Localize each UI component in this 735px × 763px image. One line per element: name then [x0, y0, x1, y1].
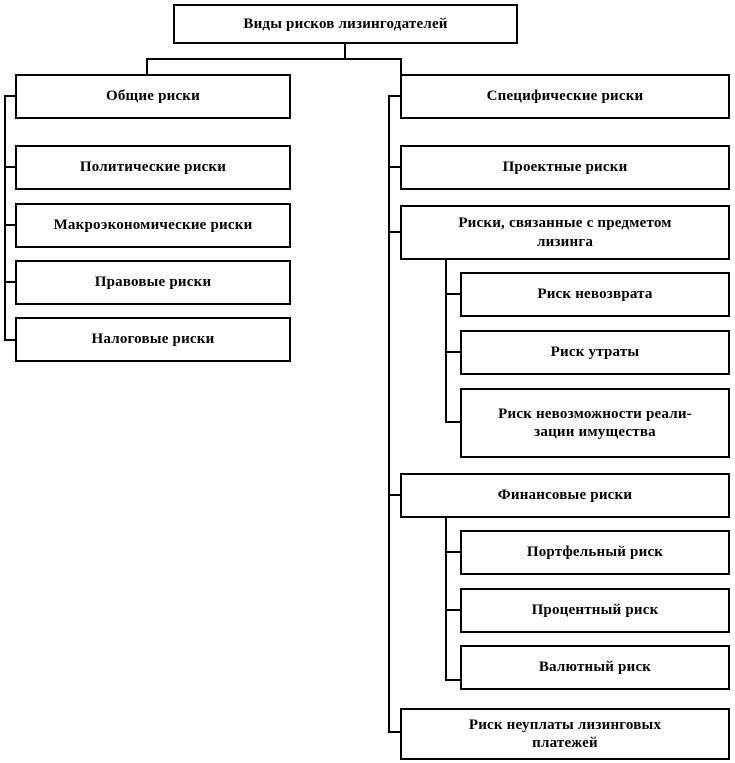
node-general-risks-label: Общие риски	[105, 88, 200, 105]
node-project-risks-label: Проектные риски	[502, 159, 628, 176]
node-legal-risks[interactable]: Правовые риски	[15, 260, 291, 305]
node-loss-risk-label: Риск утраты	[550, 344, 640, 361]
node-political-risks[interactable]: Политические риски	[15, 145, 291, 190]
node-root-label: Виды рисков лизингодателей	[243, 15, 448, 32]
connector-root-split-bar	[146, 58, 402, 60]
node-specific-risks[interactable]: Специфические риски	[400, 74, 730, 119]
connector-general-parent-tick	[4, 95, 17, 97]
node-financial-risks-label: Финансовые риски	[497, 487, 633, 504]
node-leasing-object-risks[interactable]: Риски, связанные с предметом лизинга	[400, 205, 730, 260]
node-financial-risks[interactable]: Финансовые риски	[400, 473, 730, 518]
node-interest-rate-risk-label: Процентный риск	[531, 602, 659, 619]
connector-tick-portfolio-risk	[445, 551, 462, 553]
node-root-viды-riskov[interactable]: Виды рисков лизингодателей	[173, 4, 518, 44]
node-project-risks[interactable]: Проектные риски	[400, 145, 730, 190]
node-non-payment-risk[interactable]: Риск неуплаты лизинговых платежей	[400, 708, 730, 760]
connector-tick-financial-risks	[388, 494, 402, 496]
node-leasing-object-risks-label: Риски, связанные с предметом лизинга	[458, 215, 672, 250]
node-general-risks[interactable]: Общие риски	[15, 74, 291, 119]
node-non-return-risk[interactable]: Риск невозврата	[460, 272, 730, 317]
connector-tick-non-payment-risk	[388, 731, 402, 733]
node-legal-risks-label: Правовые риски	[94, 274, 212, 291]
node-loss-risk[interactable]: Риск утраты	[460, 330, 730, 375]
connector-tick-macroeconomic	[4, 224, 17, 226]
connector-specific-parent-tick	[388, 95, 402, 97]
connector-tick-property-sale-impossibility-risk	[445, 421, 462, 423]
node-political-risks-label: Политические риски	[79, 159, 227, 176]
connector-tick-tax	[4, 339, 17, 341]
connector-root-stem	[344, 44, 346, 60]
connector-tick-leasing-object-risks	[388, 231, 402, 233]
node-macroeconomic-risks[interactable]: Макроэкономические риски	[15, 203, 291, 248]
connector-leasing-object-subspine	[445, 260, 447, 423]
connector-tick-currency-risk	[445, 679, 462, 681]
connector-tick-project-risks	[388, 166, 402, 168]
node-currency-risk[interactable]: Валютный риск	[460, 645, 730, 690]
connector-root-to-general	[146, 58, 148, 76]
connector-tick-political	[4, 166, 17, 168]
connector-tick-legal	[4, 281, 17, 283]
node-macroeconomic-risks-label: Макроэкономические риски	[53, 217, 253, 234]
connector-specific-spine	[388, 95, 390, 732]
node-property-sale-impossibility-risk-label: Риск невозможности реали- зации имуществ…	[498, 405, 692, 440]
connector-tick-non-return-risk	[445, 293, 462, 295]
connector-general-spine	[4, 95, 6, 341]
node-portfolio-risk[interactable]: Портфельный риск	[460, 530, 730, 575]
node-tax-risks[interactable]: Налоговые риски	[15, 317, 291, 362]
node-property-sale-impossibility-risk[interactable]: Риск невозможности реали- зации имуществ…	[460, 388, 730, 458]
node-non-return-risk-label: Риск невозврата	[537, 286, 653, 303]
node-specific-risks-label: Специфические риски	[486, 88, 644, 105]
node-interest-rate-risk[interactable]: Процентный риск	[460, 588, 730, 633]
connector-tick-loss-risk	[445, 351, 462, 353]
node-currency-risk-label: Валютный риск	[538, 659, 652, 676]
node-non-payment-risk-label: Риск неуплаты лизинговых платежей	[468, 716, 662, 751]
connector-root-to-specific	[400, 58, 402, 76]
connector-financial-subspine	[445, 518, 447, 681]
node-tax-risks-label: Налоговые риски	[91, 331, 215, 348]
node-portfolio-risk-label: Портфельный риск	[526, 544, 664, 561]
connector-tick-interest-rate-risk	[445, 609, 462, 611]
